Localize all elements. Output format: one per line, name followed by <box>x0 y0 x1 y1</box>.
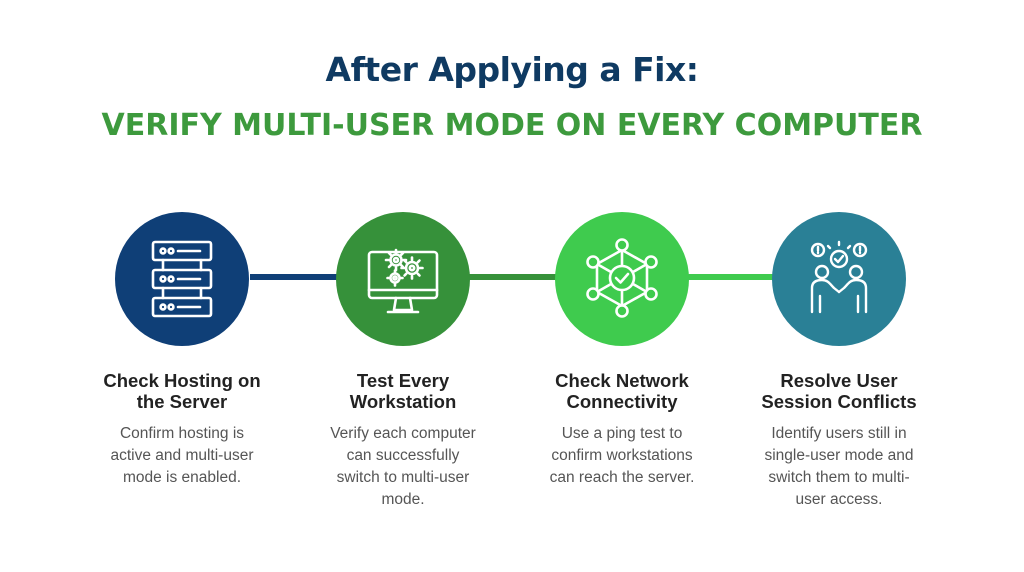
step-4-description: Identify users still in single-user mode… <box>739 423 939 511</box>
step-2-title: Test Every Workstation <box>303 370 503 412</box>
page-title: After Applying a Fix: <box>325 50 699 89</box>
step-4-title-line: Session Conflicts <box>761 391 917 412</box>
step-2-title-line: Workstation <box>349 391 457 412</box>
step-3: Check Network Connectivity Use a ping te… <box>522 212 722 489</box>
step-2-desc-line: switch to multi-user <box>336 469 470 486</box>
step-3-desc-line: can reach the server. <box>549 469 695 486</box>
step-2-description: Verify each computer can successfully sw… <box>303 423 503 511</box>
step-4: Resolve User Session Conflicts Identify … <box>739 212 939 511</box>
step-1-title-line: the Server <box>136 391 228 412</box>
step-3-desc-line: Use a ping test to <box>561 425 683 442</box>
step-4-desc-line: single-user mode and <box>764 447 914 464</box>
users-resolve-icon <box>810 240 868 314</box>
network-hub-icon <box>586 238 658 318</box>
step-3-title: Check Network Connectivity <box>522 370 722 412</box>
server-rack-icon <box>151 240 213 318</box>
step-1-desc-line: Confirm hosting is <box>119 425 245 442</box>
step-3-description: Use a ping test to confirm workstations … <box>522 423 722 489</box>
step-2-desc-line: can successfully <box>346 447 460 464</box>
step-4-circle <box>772 212 906 346</box>
step-1-desc-line: mode is enabled. <box>122 469 242 486</box>
step-1-desc-line: active and multi-user <box>110 447 254 464</box>
connector-2-3 <box>466 274 558 280</box>
step-4-title-line: Resolve User <box>780 370 898 391</box>
step-2-desc-line: Verify each computer <box>330 425 476 442</box>
step-4-title: Resolve User Session Conflicts <box>739 370 939 412</box>
step-3-desc-line: confirm workstations <box>551 447 693 464</box>
step-1-title: Check Hosting on the Server <box>82 370 282 412</box>
step-2-circle <box>336 212 470 346</box>
step-2-title-line: Test Every <box>356 370 450 391</box>
step-1-title-line: Check Hosting on <box>103 370 261 391</box>
step-4-desc-line: user access. <box>795 491 883 508</box>
step-4-desc-line: switch them to multi- <box>768 469 910 486</box>
connector-3-4 <box>686 274 774 280</box>
step-3-title-line: Connectivity <box>566 391 678 412</box>
step-1-description: Confirm hosting is active and multi-user… <box>82 423 282 489</box>
step-3-circle <box>555 212 689 346</box>
step-4-desc-line: Identify users still in <box>771 425 907 442</box>
step-1-circle <box>115 212 249 346</box>
step-3-title-line: Check Network <box>555 370 689 391</box>
step-2: Test Every Workstation Verify each compu… <box>303 212 503 511</box>
page-subtitle: VERIFY MULTI-USER MODE ON EVERY COMPUTER <box>101 108 923 143</box>
step-1: Check Hosting on the Server Confirm host… <box>82 212 282 489</box>
connector-1-2 <box>250 274 340 280</box>
step-2-desc-line: mode. <box>381 491 425 508</box>
monitor-gears-icon <box>367 248 439 314</box>
